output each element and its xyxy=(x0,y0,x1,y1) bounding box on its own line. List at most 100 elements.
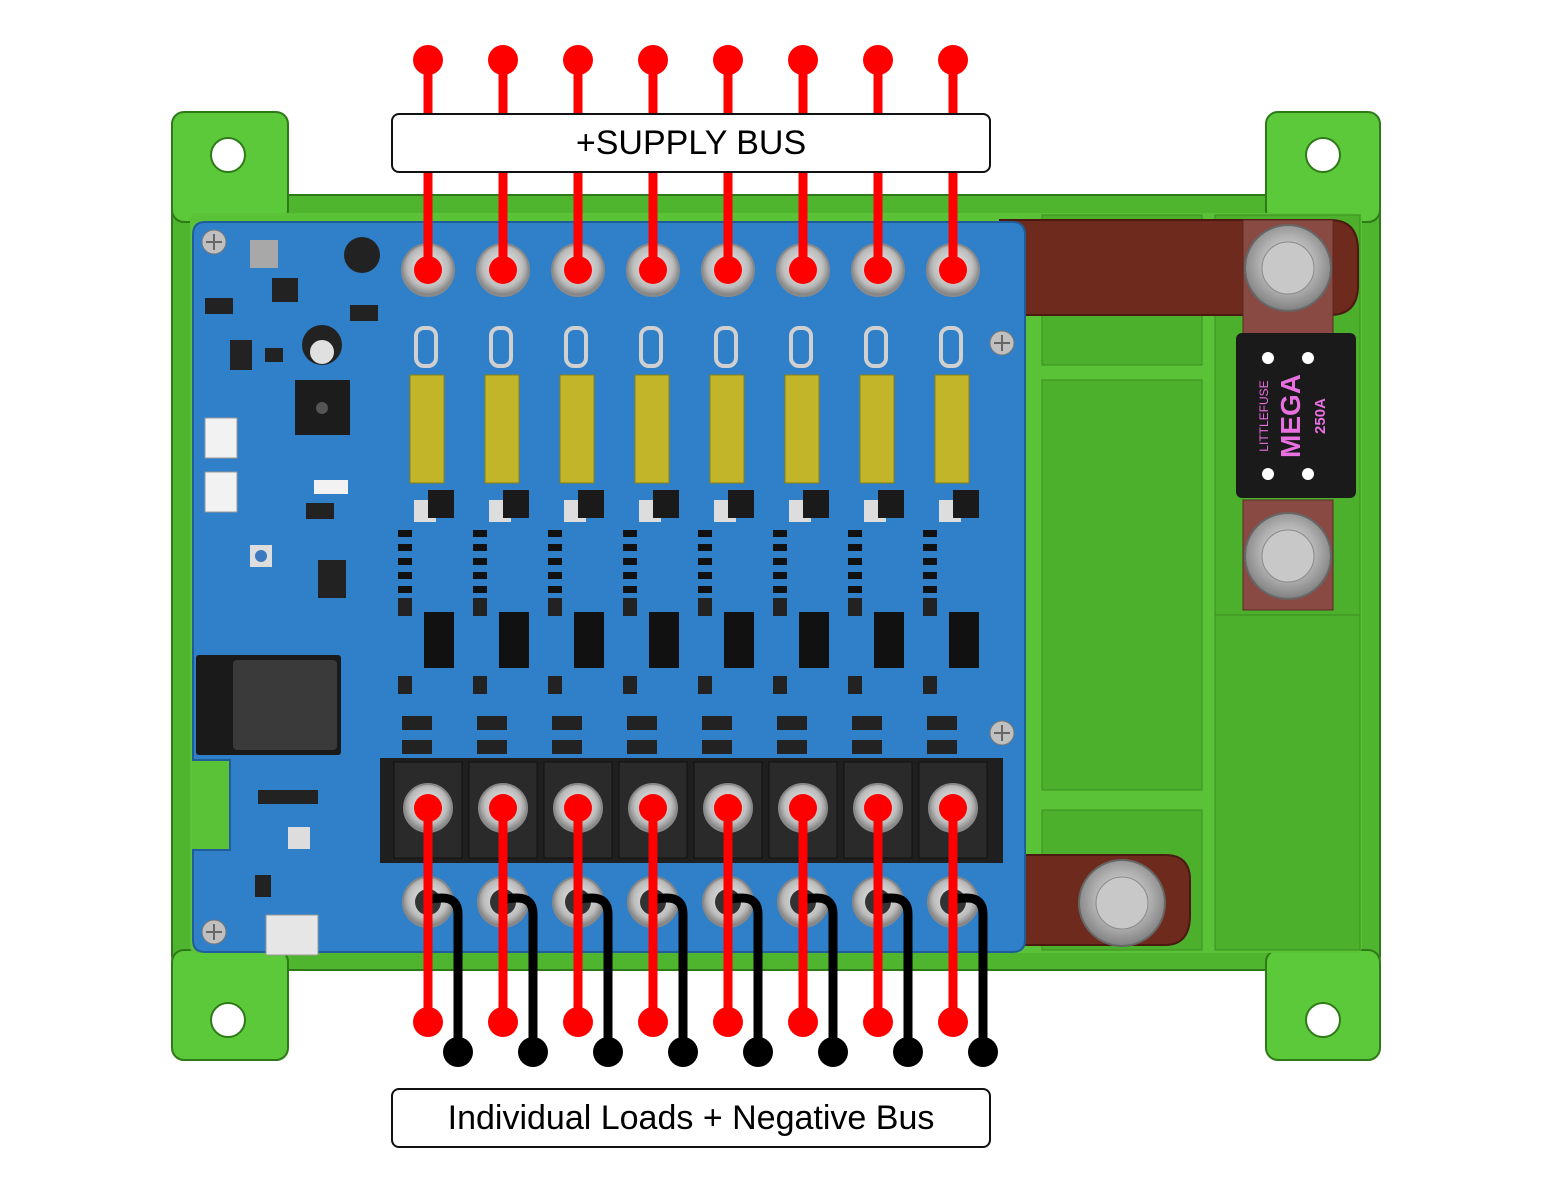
smd-component xyxy=(923,558,937,565)
smd-component xyxy=(848,558,862,565)
wire-end-icon xyxy=(489,256,517,284)
smd-component xyxy=(398,586,412,593)
diode xyxy=(477,716,507,730)
smd-chip xyxy=(473,598,487,616)
smd-component xyxy=(548,558,562,565)
compartment xyxy=(1214,614,1361,951)
shunt-resistor xyxy=(484,374,520,484)
chip xyxy=(318,560,346,598)
mosfet xyxy=(499,612,529,668)
mosfet xyxy=(649,612,679,668)
screw-slot xyxy=(994,335,1010,351)
smd-component xyxy=(548,586,562,593)
smd-chip xyxy=(773,676,787,694)
driver-chip xyxy=(878,490,904,518)
mount-hole-icon xyxy=(1305,137,1341,173)
button-cap xyxy=(255,550,267,562)
screw-slot xyxy=(206,234,222,250)
wire-end-icon xyxy=(518,1037,548,1067)
smd-component xyxy=(923,544,937,551)
wire-end-icon xyxy=(563,1007,593,1037)
wire-end-icon xyxy=(863,45,893,75)
wire-end-icon xyxy=(863,1007,893,1037)
diode xyxy=(702,716,732,730)
driver-chip xyxy=(803,490,829,518)
fuse-clip xyxy=(939,326,963,368)
wire-end-icon xyxy=(638,45,668,75)
fuse-icon xyxy=(1236,333,1356,498)
smd-chip xyxy=(923,676,937,694)
shunt-resistor xyxy=(559,374,595,484)
smd-component xyxy=(698,572,712,579)
smd-chip xyxy=(848,598,862,616)
wire-end-icon xyxy=(789,256,817,284)
loads-bus-label: Individual Loads + Negative Bus xyxy=(391,1088,991,1148)
wire-end-icon xyxy=(413,1007,443,1037)
wire-end-icon xyxy=(414,794,442,822)
fuse-vent-icon xyxy=(1262,352,1274,364)
mount-hole-icon xyxy=(210,1002,246,1038)
smd-component xyxy=(473,558,487,565)
diode xyxy=(552,740,582,754)
smd-component xyxy=(848,586,862,593)
fuse-clip xyxy=(789,326,813,368)
fuse-vent-icon xyxy=(1302,468,1314,480)
smd-component xyxy=(773,544,787,551)
diode xyxy=(477,740,507,754)
smd-component xyxy=(698,586,712,593)
wire-end-icon xyxy=(714,794,742,822)
channels xyxy=(393,45,998,1067)
wire-end-icon xyxy=(489,794,517,822)
wire-end-icon xyxy=(638,1007,668,1037)
component xyxy=(250,240,278,268)
driver-chip xyxy=(728,490,754,518)
wire-end-icon xyxy=(668,1037,698,1067)
smd-component xyxy=(548,530,562,537)
mosfet xyxy=(724,612,754,668)
wire-end-icon xyxy=(938,45,968,75)
diode xyxy=(402,716,432,730)
component xyxy=(350,305,378,321)
wire-end-icon xyxy=(788,45,818,75)
component xyxy=(314,480,348,494)
diode xyxy=(702,740,732,754)
wire-end-icon xyxy=(864,794,892,822)
smd-chip xyxy=(473,676,487,694)
mosfet xyxy=(574,612,604,668)
mosfet xyxy=(949,612,979,668)
fuse-vent-icon xyxy=(1302,352,1314,364)
shunt-resistor xyxy=(709,374,745,484)
smd-component xyxy=(623,544,637,551)
smd-component xyxy=(473,586,487,593)
driver-chip xyxy=(953,490,979,518)
smd-component xyxy=(473,544,487,551)
wire-end-icon xyxy=(938,1007,968,1037)
diode xyxy=(627,740,657,754)
smd-component xyxy=(398,572,412,579)
smd-chip xyxy=(698,676,712,694)
diode xyxy=(852,716,882,730)
smd-component xyxy=(623,572,637,579)
smd-chip xyxy=(698,598,712,616)
shunt-resistor xyxy=(409,374,445,484)
stud-nut-icon xyxy=(1261,529,1315,583)
buzzer-hole xyxy=(316,402,328,414)
fuse-clip xyxy=(489,326,513,368)
mount-hole-icon xyxy=(210,137,246,173)
compartment xyxy=(1041,379,1203,791)
fuse-clip xyxy=(564,326,588,368)
smd-chip xyxy=(548,598,562,616)
wire-end-icon xyxy=(413,45,443,75)
shunt-resistor xyxy=(859,374,895,484)
screw-slot xyxy=(994,725,1010,741)
fuse-clip xyxy=(864,326,888,368)
wire-end-icon xyxy=(639,256,667,284)
diode xyxy=(777,740,807,754)
fuse-brand: LITTLEFUSE xyxy=(1257,380,1271,451)
mosfet xyxy=(424,612,454,668)
mega-fuse: LITTLEFUSE MEGA 250A xyxy=(1236,333,1356,498)
wire-end-icon xyxy=(713,1007,743,1037)
connector xyxy=(204,417,238,459)
wire-end-icon xyxy=(414,256,442,284)
